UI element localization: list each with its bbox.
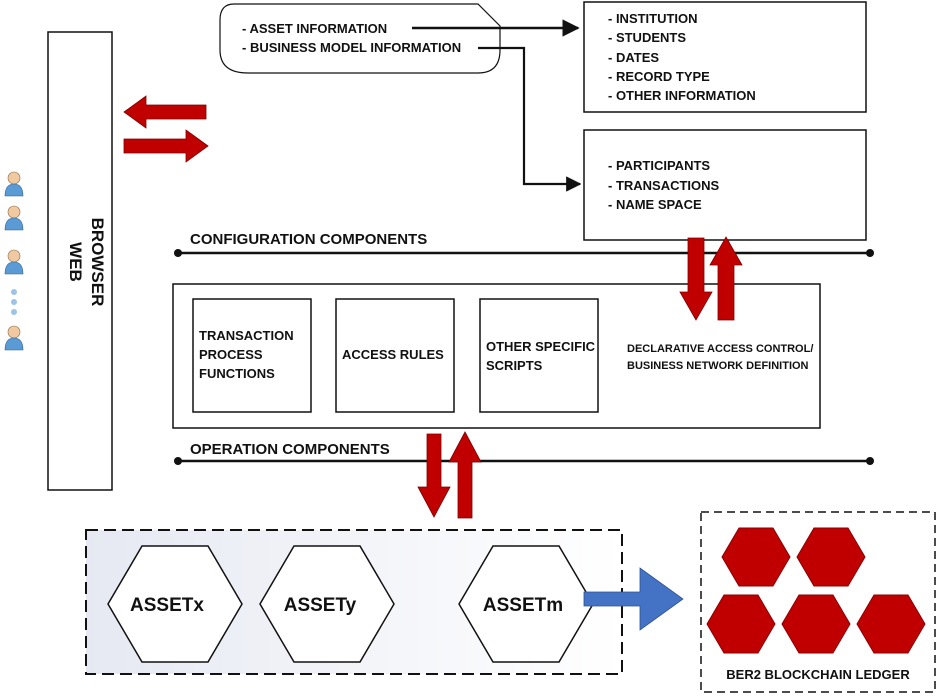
access-rules-label: ACCESS RULES — [342, 347, 444, 362]
dates-item: - DATES — [608, 50, 659, 65]
transactions-item: - TRANSACTIONS — [608, 178, 720, 193]
ellipsis-dots-icon — [11, 289, 17, 315]
record-type-item: - RECORD TYPE — [608, 69, 710, 84]
business-model-connector — [478, 46, 582, 192]
user-icon — [4, 205, 24, 231]
asset-information-label: - ASSET INFORMATION — [242, 21, 387, 36]
access-rules-box — [335, 298, 455, 413]
other-information-item: - OTHER INFORMATION — [608, 88, 756, 103]
users-group — [4, 171, 24, 351]
arrow-left-icon — [123, 95, 207, 129]
operation-line-end-dot — [866, 457, 874, 465]
asset-hexagon-y — [259, 545, 395, 663]
user-icon — [4, 249, 24, 275]
operation-components-label: OPERATION COMPONENTS — [190, 441, 390, 458]
svg-text:BROWSER: BROWSER — [88, 218, 107, 307]
institution-item: - INSTITUTION — [608, 11, 698, 26]
ledger-block-icon — [706, 594, 776, 654]
configuration-components-label: CONFIGURATION COMPONENTS — [190, 231, 427, 248]
participants-item: - PARTICIPANTS — [608, 158, 710, 173]
asset-m-label: ASSETm — [483, 595, 563, 616]
students-item: - STUDENTS — [608, 30, 686, 45]
ledger-block-icon — [721, 527, 791, 587]
arrow-down-icon — [417, 433, 451, 518]
asset-info-box — [583, 1, 867, 113]
asset-y-label: ASSETy — [284, 595, 357, 616]
ledger-blocks — [706, 527, 926, 654]
transaction-label-line3: FUNCTIONS — [199, 366, 275, 381]
configuration-line-start-dot — [174, 249, 182, 257]
info-bubble — [219, 3, 501, 74]
flow-arrow-icon — [583, 567, 684, 631]
name-space-item: - NAME SPACE — [608, 197, 702, 212]
configuration-line-end-dot — [866, 249, 874, 257]
arrow-down-icon — [679, 237, 713, 321]
asset-x-label: ASSETx — [130, 595, 204, 616]
ledger-block-icon — [856, 594, 926, 654]
ledger-block-icon — [796, 527, 866, 587]
user-icon — [4, 171, 24, 197]
declarative-label-line2: BUSINESS NETWORK DEFINITION — [627, 360, 809, 372]
transaction-functions-box — [192, 298, 312, 413]
arrow-up-icon — [709, 236, 743, 321]
asset-hexagon-x — [107, 545, 243, 663]
web-browser-box — [47, 31, 113, 491]
ledger-label: BER2 BLOCKCHAIN LEDGER — [726, 667, 910, 682]
business-model-box — [583, 129, 867, 241]
ledger-block-icon — [781, 594, 851, 654]
arrow-right-icon — [123, 129, 209, 163]
transaction-label-line2: PROCESS — [199, 347, 263, 362]
transaction-label-line1: TRANSACTION — [199, 328, 294, 343]
svg-text:WEB: WEB — [66, 242, 85, 282]
arrow-up-icon — [448, 431, 482, 519]
user-icon — [4, 325, 24, 351]
business-model-information-label: - BUSINESS MODEL INFORMATION — [242, 40, 461, 55]
declarative-label-line1: DECLARATIVE ACCESS CONTROL/ — [627, 343, 813, 355]
other-scripts-label-line1: OTHER SPECIFIC — [486, 339, 596, 354]
other-scripts-box — [479, 298, 599, 413]
operation-line-start-dot — [174, 457, 182, 465]
other-scripts-label-line2: SCRIPTS — [486, 358, 543, 373]
web-browser-label: WEB BROWSER — [66, 218, 107, 307]
